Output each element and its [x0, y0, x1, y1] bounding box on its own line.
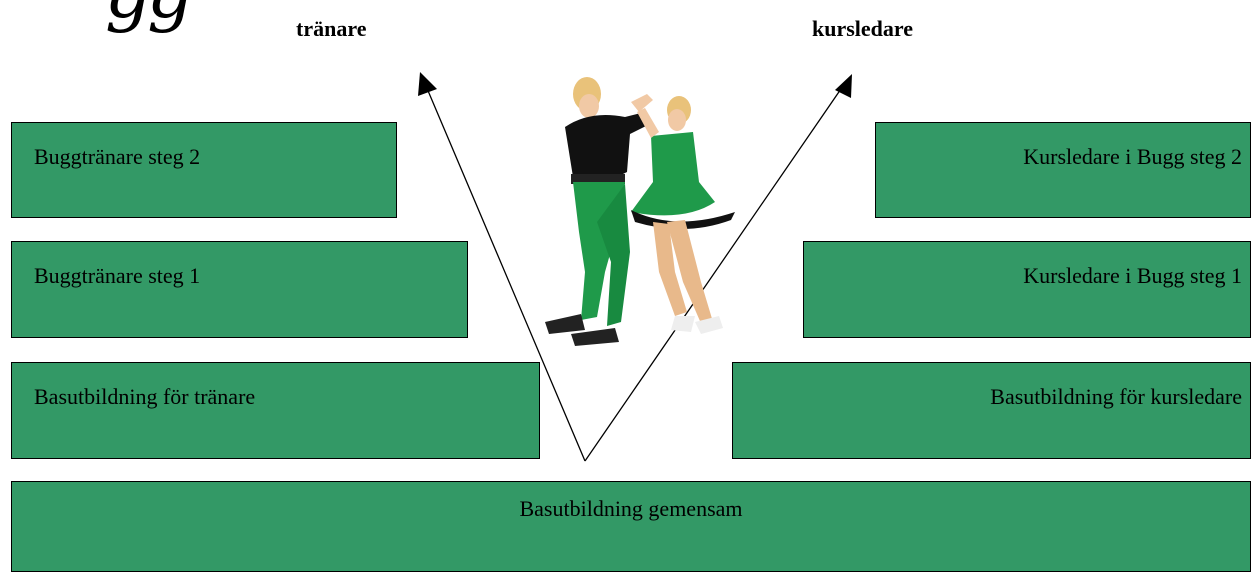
box-kursledare-steg-1: Kursledare i Bugg steg 1 — [803, 241, 1251, 338]
box-label: Buggtränare steg 1 — [34, 263, 201, 288]
box-buggtranare-steg-2: Buggtränare steg 2 — [11, 122, 397, 218]
arrow-line-left — [425, 85, 586, 462]
box-kursledare-steg-2: Kursledare i Bugg steg 2 — [875, 122, 1251, 218]
box-basutbildning-kursledare: Basutbildning för kursledare — [732, 362, 1251, 459]
heading-kursledare: kursledare — [812, 16, 914, 41]
male-dancer — [545, 77, 653, 346]
arrow-line-right — [584, 85, 844, 462]
female-dancer — [631, 96, 735, 334]
box-label: Kursledare i Bugg steg 2 — [1023, 144, 1242, 169]
box-basutbildning-gemensam: Basutbildning gemensam — [11, 481, 1251, 572]
heading-tranare: tränare — [296, 16, 367, 41]
box-label: Basutbildning för kursledare — [990, 384, 1242, 409]
box-label: Basutbildning för tränare — [34, 384, 256, 409]
box-basutbildning-tranare: Basutbildning för tränare — [11, 362, 540, 459]
box-buggtranare-steg-1: Buggtränare steg 1 — [11, 241, 468, 338]
arrowhead-right — [835, 74, 852, 98]
box-label: Basutbildning gemensam — [519, 496, 743, 521]
decorative-cursive-text: gg — [105, 0, 193, 28]
dancing-couple-illustration — [545, 77, 735, 346]
arrowhead-left — [418, 72, 437, 96]
box-label: Kursledare i Bugg steg 1 — [1023, 263, 1242, 288]
box-label: Buggtränare steg 2 — [34, 144, 201, 169]
